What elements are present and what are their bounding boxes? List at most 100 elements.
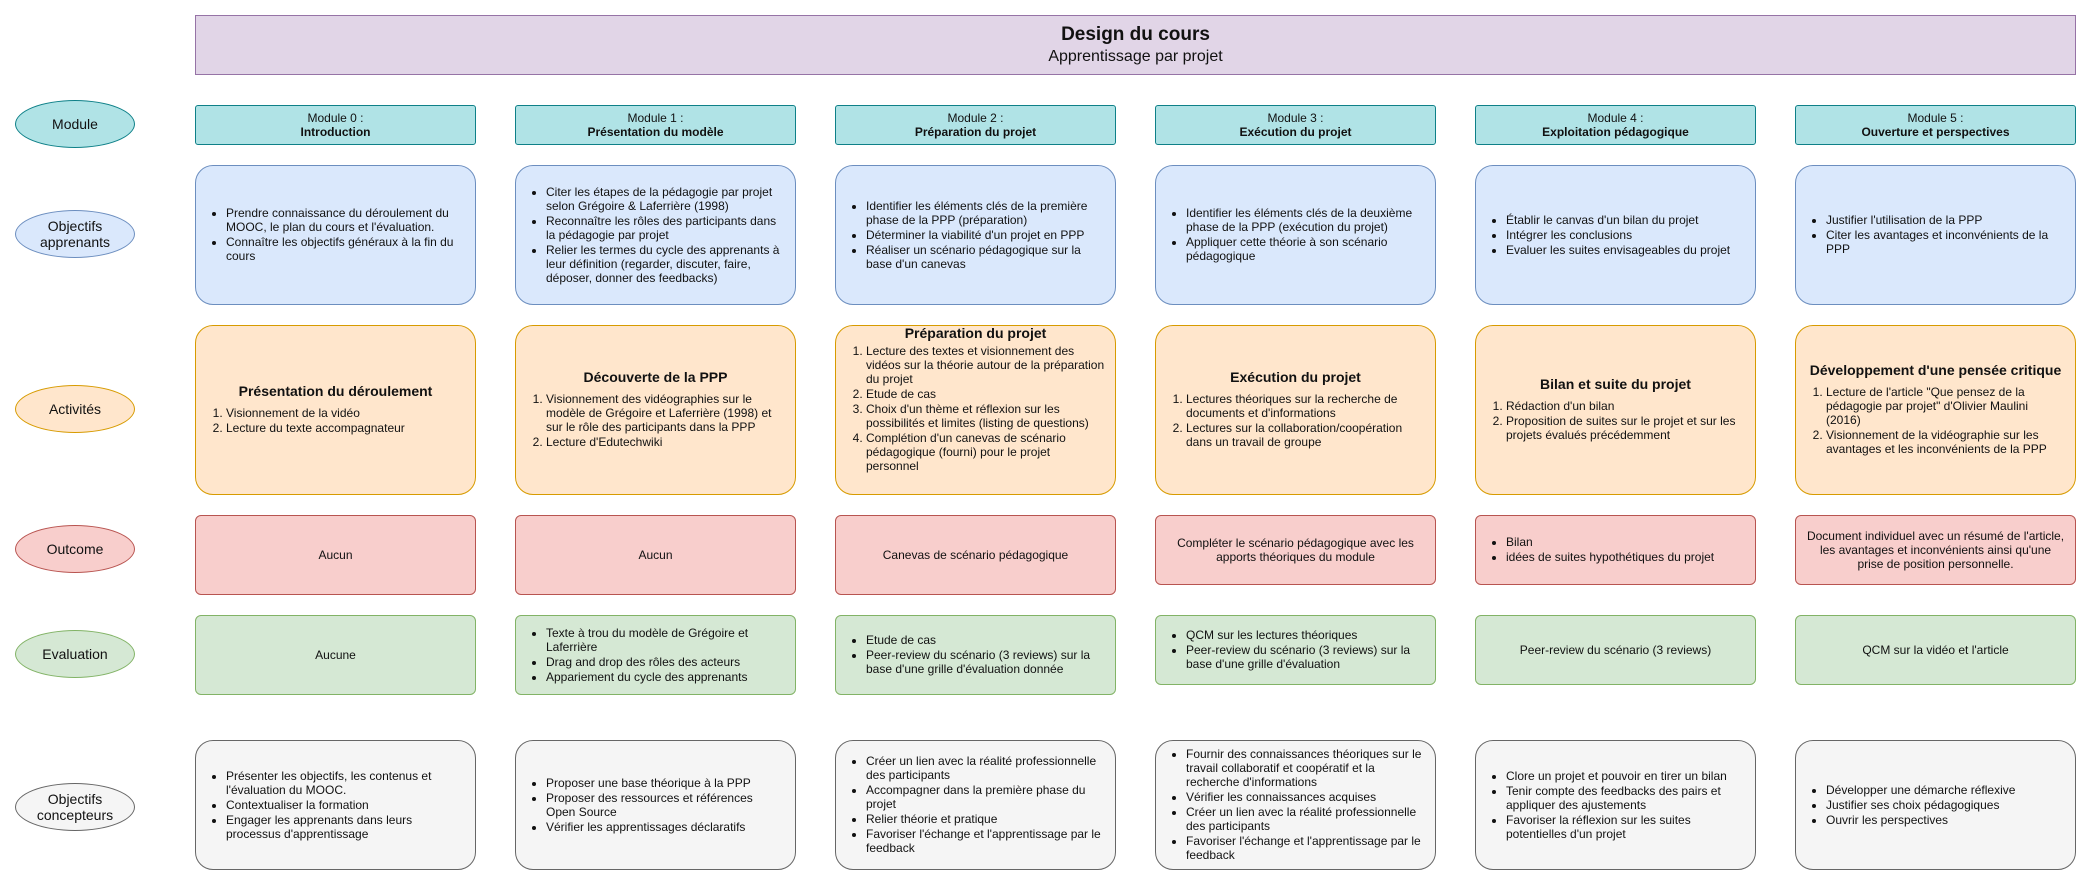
evaluation-card-2: Etude de casPeer-review du scénario (3 r…: [835, 615, 1116, 695]
module-header-3: Module 3 :Exécution du projet: [1155, 105, 1436, 145]
course-title-box: Design du cours Apprentissage par projet: [195, 15, 2076, 75]
evaluation-item: Peer-review du scénario (3 reviews) sur …: [1186, 643, 1425, 671]
activite-item: Lectures sur la collaboration/coopératio…: [1186, 421, 1425, 449]
activite-item: Lecture du texte accompagnateur: [226, 421, 465, 435]
row-label-evaluation: Evaluation: [15, 630, 135, 678]
concepteur-item: Clore un projet et pouvoir en tirer un b…: [1506, 769, 1745, 783]
objectif-item: Justifier l'utilisation de la PPP: [1826, 213, 2065, 227]
objectif-item: Citer les étapes de la pédagogie par pro…: [546, 185, 785, 213]
evaluation-card-4: Peer-review du scénario (3 reviews): [1475, 615, 1756, 685]
evaluation-item: Drag and drop des rôles des acteurs: [546, 655, 785, 669]
activite-title: Présentation du déroulement: [238, 383, 433, 399]
row-label-activites: Activités: [15, 385, 135, 433]
activite-title: Développement d'une pensée critique: [1809, 362, 2062, 378]
module-name: Introduction: [300, 125, 371, 139]
activite-item: Lecture de l'article "Que pensez de la p…: [1826, 385, 2065, 427]
objectif-item: Appliquer cette théorie à son scénario p…: [1186, 235, 1425, 263]
objectif-item: Relier les termes du cycle des apprenant…: [546, 243, 785, 285]
activite-item: Proposition de suites sur le projet et s…: [1506, 414, 1745, 442]
activites-list: Visionnement de la vidéoLecture du texte…: [206, 406, 465, 436]
activite-item: Complétion d'un canevas de scénario péda…: [866, 431, 1105, 473]
concepteur-item: Vérifier les connaissances acquises: [1186, 790, 1425, 804]
row-label-outcome: Outcome: [15, 525, 135, 573]
evaluation-card-0: Aucune: [195, 615, 476, 695]
activites-card-2: Préparation du projetLecture des textes …: [835, 325, 1116, 495]
concepteur-item: Justifier ses choix pédagogiques: [1826, 798, 2065, 812]
outcome-card-3: Compléter le scénario pédagogique avec l…: [1155, 515, 1436, 585]
evaluation-item: QCM sur les lectures théoriques: [1186, 628, 1425, 642]
objectif-item: Evaluer les suites envisageables du proj…: [1506, 243, 1745, 257]
activites-card-0: Présentation du déroulementVisionnement …: [195, 325, 476, 495]
activite-title: Exécution du projet: [1230, 369, 1361, 385]
objectifs-apprenants-card-1: Citer les étapes de la pédagogie par pro…: [515, 165, 796, 305]
evaluation-card-3: QCM sur les lectures théoriquesPeer-revi…: [1155, 615, 1436, 685]
activite-item: Lectures théoriques sur la recherche de …: [1186, 392, 1425, 420]
concepteur-item: Présenter les objectifs, les contenus et…: [226, 769, 465, 797]
activite-item: Visionnement de la vidéo: [226, 406, 465, 420]
outcome-card-2: Canevas de scénario pédagogique: [835, 515, 1116, 595]
concepteur-item: Contextualiser la formation: [226, 798, 465, 812]
outcome-card-4: Bilanidées de suites hypothétiques du pr…: [1475, 515, 1756, 585]
outcome-text: Aucun: [318, 548, 353, 562]
outcome-item: Bilan: [1506, 535, 1745, 549]
module-name: Préparation du projet: [914, 125, 1037, 139]
concepteurs-list: Créer un lien avec la réalité profession…: [846, 754, 1105, 856]
activites-list: Visionnement des vidéographies sur le mo…: [526, 392, 785, 450]
row-label-objectifs-line1: Objectifs: [47, 217, 103, 234]
activite-title: Découverte de la PPP: [583, 369, 728, 385]
module-number: Module 3 :: [1267, 111, 1324, 125]
row-label-concepteurs-line2: concepteurs: [36, 807, 114, 823]
evaluation-list: Texte à trou du modèle de Grégoire et La…: [526, 626, 785, 685]
outcome-list: Bilanidées de suites hypothétiques du pr…: [1486, 535, 1745, 565]
outcome-text: Canevas de scénario pédagogique: [882, 548, 1069, 562]
objectif-item: Identifier les éléments clés de la premi…: [866, 199, 1105, 227]
objectifs-concepteurs-card-0: Présenter les objectifs, les contenus et…: [195, 740, 476, 870]
activite-item: Lecture des textes et visionnement des v…: [866, 344, 1105, 386]
activite-title: Bilan et suite du projet: [1540, 376, 1691, 392]
outcome-card-1: Aucun: [515, 515, 796, 595]
activites-list: Lectures théoriques sur la recherche de …: [1166, 392, 1425, 450]
evaluation-card-5: QCM sur la vidéo et l'article: [1795, 615, 2076, 685]
activite-item: Visionnement de la vidéographie sur les …: [1826, 428, 2065, 456]
objectif-item: Déterminer la viabilité d'un projet en P…: [866, 228, 1105, 242]
activite-item: Etude de cas: [866, 387, 1105, 401]
objectifs-concepteurs-card-5: Développer une démarche réflexiveJustifi…: [1795, 740, 2076, 870]
concepteur-item: Créer un lien avec la réalité profession…: [1186, 805, 1425, 833]
activites-card-1: Découverte de la PPP Visionnement des vid…: [515, 325, 796, 495]
objectif-item: Réaliser un scénario pédagogique sur la …: [866, 243, 1105, 271]
outcome-text: Aucun: [638, 548, 673, 562]
outcome-card-0: Aucun: [195, 515, 476, 595]
concepteur-item: Favoriser la réflexion sur les suites po…: [1506, 813, 1745, 841]
objectif-item: Reconnaître les rôles des participants d…: [546, 214, 785, 242]
evaluation-item: Texte à trou du modèle de Grégoire et La…: [546, 626, 785, 654]
concepteurs-list: Fournir des connaissances théoriques sur…: [1166, 747, 1425, 863]
row-label-objectifs-line2: apprenants: [39, 234, 111, 250]
outcome-item: idées de suites hypothétiques du projet: [1506, 550, 1745, 564]
activites-list: Lecture de l'article "Que pensez de la p…: [1806, 385, 2065, 457]
objectif-item: Citer les avantages et inconvénients de …: [1826, 228, 2065, 256]
objectif-item: Prendre connaissance du déroulement du M…: [226, 206, 465, 234]
objectifs-apprenants-card-2: Identifier les éléments clés de la premi…: [835, 165, 1116, 305]
objectifs-apprenants-card-0: Prendre connaissance du déroulement du M…: [195, 165, 476, 305]
evaluation-text: Aucune: [315, 648, 356, 662]
outcome-card-5: Document individuel avec un résumé de l'…: [1795, 515, 2076, 585]
concepteurs-list: Développer une démarche réflexiveJustifi…: [1806, 783, 2065, 828]
course-subtitle: Apprentissage par projet: [1048, 48, 1223, 65]
concepteur-item: Vérifier les apprentissages déclaratifs: [546, 820, 785, 834]
concepteur-item: Tenir compte des feedbacks des pairs et …: [1506, 784, 1745, 812]
activites-list: Rédaction d'un bilanProposition de suite…: [1486, 399, 1745, 443]
concepteurs-list: Clore un projet et pouvoir en tirer un b…: [1486, 769, 1745, 842]
activite-item: Lecture d'Edutechwiki: [546, 435, 785, 449]
row-label-concepteurs-line1: Objectifs: [47, 790, 103, 807]
course-title: Design du cours: [1061, 24, 1210, 45]
module-header-2: Module 2 :Préparation du projet: [835, 105, 1116, 145]
activite-item: Visionnement des vidéographies sur le mo…: [546, 392, 785, 434]
activites-card-5: Développement d'une pensée critiqueLectu…: [1795, 325, 2076, 495]
evaluation-item: Appariement du cycle des apprenants: [546, 670, 785, 684]
module-name: Ouverture et perspectives: [1861, 125, 2010, 139]
concepteur-item: Proposer des ressources et références Op…: [546, 791, 785, 819]
objectif-item: Intégrer les conclusions: [1506, 228, 1745, 242]
evaluation-text: Peer-review du scénario (3 reviews): [1519, 643, 1712, 657]
objectifs-concepteurs-card-3: Fournir des connaissances théoriques sur…: [1155, 740, 1436, 870]
